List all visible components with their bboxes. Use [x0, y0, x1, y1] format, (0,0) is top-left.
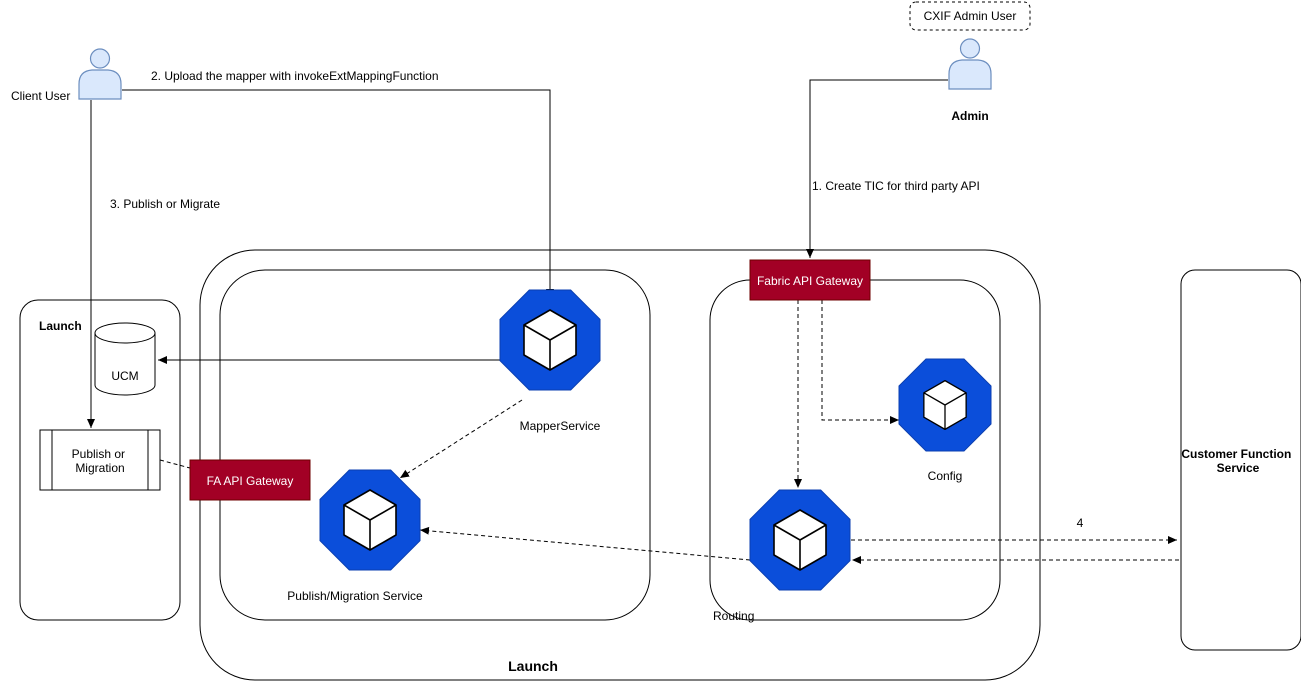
mapper-service-label: MapperService — [520, 419, 601, 433]
client-user-icon — [78, 48, 122, 100]
routing-label: Routing — [713, 609, 754, 623]
publish-migration-service — [319, 469, 421, 571]
routing-service — [749, 489, 851, 591]
svg-text:Publish or Migration: Publish or Migration — [72, 447, 129, 475]
publish-migration-service-label: Publish/Migration Service — [287, 589, 423, 603]
fa-api-gateway — [189, 459, 311, 501]
client-user-label: Client User — [11, 89, 70, 103]
admin-user-label: Admin — [951, 109, 988, 123]
fa-api-gateway-label: FA API Gateway — [207, 474, 294, 488]
launch-main-label: Launch — [508, 658, 558, 674]
edge-routing-to-publish-service — [419, 526, 751, 561]
edge-admin-to-fabric-gateway — [806, 79, 948, 258]
customer-function-container — [1180, 269, 1301, 651]
fabric-api-gateway — [749, 259, 871, 301]
edge-publish-box-to-fa-gateway — [159, 459, 191, 469]
edge-fabric-gateway-to-config — [821, 300, 899, 424]
mapper-service — [499, 289, 601, 391]
publish-migration-box: Publish or Migration — [39, 429, 161, 491]
fabric-api-gateway-label: Fabric API Gateway — [757, 274, 863, 288]
customer-function-label: Customer Function Service — [1181, 447, 1294, 475]
step-3-label: 3. Publish or Migrate — [110, 197, 220, 211]
edge-mapper-to-publish-service — [399, 399, 523, 479]
ucm-label: UCM — [111, 369, 138, 383]
step-2-label: 2. Upload the mapper with invokeExtMappi… — [151, 69, 439, 83]
step-1-label: 1. Create TIC for third party API — [812, 179, 980, 193]
admin-tag — [909, 1, 1031, 31]
edge-client-to-mapper — [122, 89, 554, 298]
admin-tag-label: CXIF Admin User — [924, 9, 1017, 23]
config-service — [898, 358, 992, 452]
step-4-label: 4 — [1077, 516, 1084, 530]
ucm-database: UCM — [94, 322, 156, 396]
launch-left-label: Launch — [39, 319, 82, 333]
config-label: Config — [928, 469, 963, 483]
admin-user-icon — [948, 38, 992, 90]
